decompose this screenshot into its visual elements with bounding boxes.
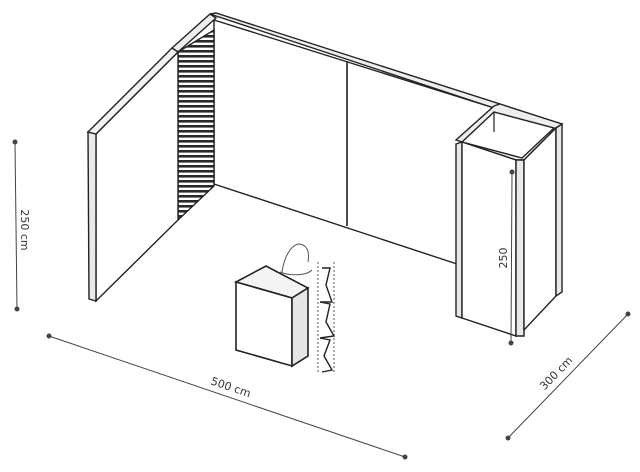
cabin-left-panel — [461, 141, 517, 337]
left-wall-front-edge — [87, 131, 97, 302]
stool-back — [281, 243, 309, 273]
height-label-group: 250 cm — [17, 206, 33, 254]
width-dim-dot-right — [402, 454, 408, 460]
left-wall-top-edge — [86, 47, 180, 135]
cabin-height-label-group: 250 — [495, 244, 511, 272]
rack-shelf-2 — [319, 301, 336, 339]
cabin-dim-dot-bottom — [508, 340, 514, 346]
back-wall — [209, 12, 502, 265]
reception-counter — [233, 265, 310, 368]
height-dim-dot-top — [12, 139, 18, 145]
rack-shelf-1 — [320, 267, 333, 303]
depth-dimension-line — [507, 313, 629, 439]
cabin-right-edge — [555, 122, 563, 298]
storage-cabin — [454, 103, 564, 337]
cabin-right-panel — [523, 126, 557, 332]
height-dimension-line — [14, 141, 18, 310]
depth-dim-dot-bottom — [505, 435, 511, 441]
cabin-dim-dot-top — [509, 169, 515, 175]
width-label-group: 500 cm — [204, 370, 259, 403]
width-dim-dot-left — [46, 333, 52, 339]
dimension-lines — [12, 139, 631, 460]
height-dim-dot-bottom — [14, 306, 20, 312]
cabin-left-side — [455, 141, 463, 319]
cabin-front-edge — [515, 159, 525, 337]
cabin-height-label: 250 — [497, 248, 510, 269]
height-label: 250 cm — [18, 209, 31, 250]
slatted-panel — [177, 28, 215, 222]
rack-shelf-3 — [319, 337, 334, 373]
cabin-height-dimension-line — [510, 171, 513, 344]
depth-dim-dot-top — [625, 311, 631, 317]
left-side-wall — [86, 47, 180, 303]
cabin-top-opening — [460, 111, 556, 159]
bar-stool — [279, 243, 313, 276]
width-dimension-line — [48, 335, 406, 458]
stool-seat — [279, 269, 313, 276]
display-rack — [317, 262, 336, 374]
counter-side — [291, 286, 309, 368]
